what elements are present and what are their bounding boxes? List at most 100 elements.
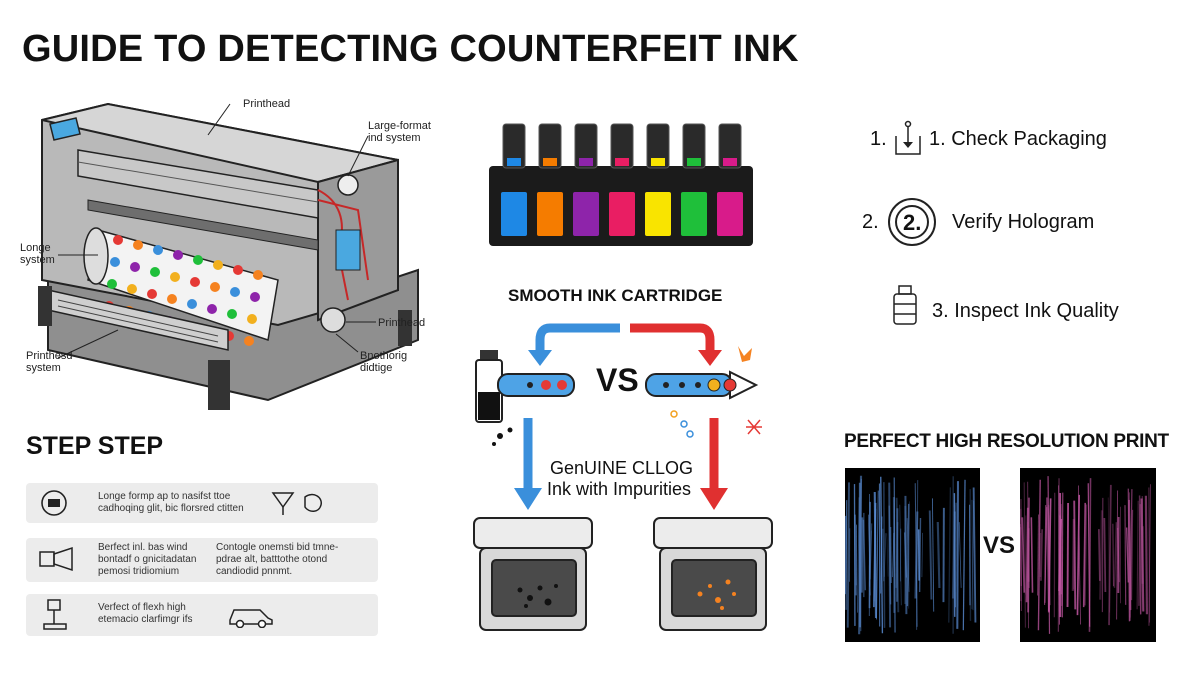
cartridge-text-2: Ink with Impurities (547, 479, 692, 499)
ink-cartridge-rack (485, 120, 757, 250)
check-2-label: Verify Hologram (952, 211, 1095, 233)
print-streak (888, 505, 892, 605)
cartridge-window (717, 192, 743, 236)
steps-title: STEP STEP (26, 432, 164, 460)
print-streak (972, 487, 977, 623)
print-streak (1088, 478, 1092, 632)
label-large-format: Large-format ind system (368, 120, 431, 144)
print-streak (1144, 495, 1149, 615)
print-streak (882, 528, 885, 582)
print-streak (1073, 500, 1077, 610)
cartridge-title: SMOOTH INK CARTRIDGE (508, 286, 723, 305)
download-funnel-icon (271, 492, 322, 515)
print-streak (883, 482, 886, 628)
print-streak (895, 522, 899, 588)
car-icon (229, 609, 273, 628)
print-streak (931, 498, 935, 612)
print-streak (1078, 485, 1081, 625)
print-streak (1023, 482, 1026, 628)
ink-bottle-icon (893, 285, 917, 325)
cartridge-cap (574, 123, 598, 169)
cartridge-window (645, 192, 671, 236)
check-3-label: 3. Inspect Ink Quality (932, 300, 1119, 322)
print-streak (956, 481, 959, 629)
step-row-2-text-b: Contogle onemsti bid tmne- pdrae alt, ba… (216, 542, 339, 577)
print-streak (1128, 499, 1132, 611)
print-streak (846, 482, 850, 628)
ink-comparison-diagram (470, 310, 800, 650)
print-streak (1061, 492, 1064, 618)
step-row-1: Longe formp ap to nasifst ttoe cadhoqing… (26, 483, 378, 523)
cartridge-cap (646, 123, 670, 169)
print-streak (1019, 524, 1023, 586)
print-streak (1103, 518, 1107, 592)
print-streak (1057, 478, 1060, 632)
cartridge-tip (543, 158, 557, 166)
print-sample-left (843, 468, 980, 642)
print-streak (1083, 504, 1088, 606)
print-streak (883, 533, 887, 577)
cartridge-window (609, 192, 635, 236)
print-streak (1125, 527, 1130, 583)
check-2-number: 2. (862, 211, 879, 233)
print-streak (845, 500, 848, 610)
step-row-2-text-a: Berfect inl. bas wind bontadf o gnicitad… (98, 542, 197, 577)
print-streak (1021, 517, 1026, 593)
print-streak (971, 499, 974, 611)
step-row-3: Verfect of flexh high etemacio clarfimgr… (26, 594, 378, 636)
print-streak (893, 477, 896, 633)
print-streak (904, 495, 908, 615)
print-streak (948, 487, 952, 623)
cartridge-cap (718, 123, 742, 169)
label-printhead-right: Printhead (378, 317, 426, 329)
print-streak (1116, 490, 1119, 620)
print-streak (921, 532, 923, 578)
print-streak (870, 530, 872, 580)
print-streak (1027, 497, 1030, 613)
cartridge-tip (723, 158, 737, 166)
print-streak (876, 490, 879, 620)
print-streak (1047, 476, 1051, 634)
print-streak (1027, 522, 1030, 588)
cartridge-cap (610, 123, 634, 169)
print-streak (1037, 479, 1041, 631)
print-streak (917, 529, 921, 581)
print-streak (1112, 523, 1114, 587)
print-streak (862, 519, 867, 591)
printer-badge-icon (41, 490, 67, 516)
cartridge-cap (538, 123, 562, 169)
print-streak (1030, 517, 1034, 593)
print-streak (886, 533, 889, 577)
cartridge-tip (651, 158, 665, 166)
spray-nozzle-icon (39, 546, 73, 572)
print-streak (1124, 505, 1127, 605)
print-streak (1107, 497, 1110, 613)
cartridge-tip (507, 158, 521, 166)
print-sample-right (1018, 468, 1156, 642)
print-streak (1140, 498, 1145, 612)
step-row-1-text: Longe formp ap to nasifst ttoe cadhoqing… (98, 491, 244, 514)
print-streak (906, 503, 910, 607)
cartridge-tip (615, 158, 629, 166)
print-streak (1082, 502, 1086, 608)
hologram-circle-icon: 2. (888, 198, 936, 246)
print-compare-vs: VS (983, 532, 1016, 559)
print-streak (1099, 510, 1104, 600)
package-arrow-icon (895, 120, 921, 155)
print-streak (1113, 522, 1118, 588)
cartridge-vs: VS (596, 362, 639, 398)
print-streak (908, 501, 910, 609)
label-printhead-top: Printhead (243, 98, 291, 110)
print-streak (854, 514, 857, 596)
print-compare-title: PERFECT HIGH RESOLUTION PRINT (844, 431, 1169, 452)
check-1-label: 1. Check Packaging (929, 128, 1107, 150)
print-streak (869, 523, 873, 587)
cartridge-tip (687, 158, 701, 166)
label-breathing: Bnothorig didtige (360, 350, 408, 374)
print-streak (962, 479, 966, 631)
cartridge-tip (579, 158, 593, 166)
check-1-number: 1. (870, 128, 887, 150)
print-streak (1130, 509, 1134, 601)
print-streak (958, 522, 962, 588)
print-streak (888, 482, 892, 628)
